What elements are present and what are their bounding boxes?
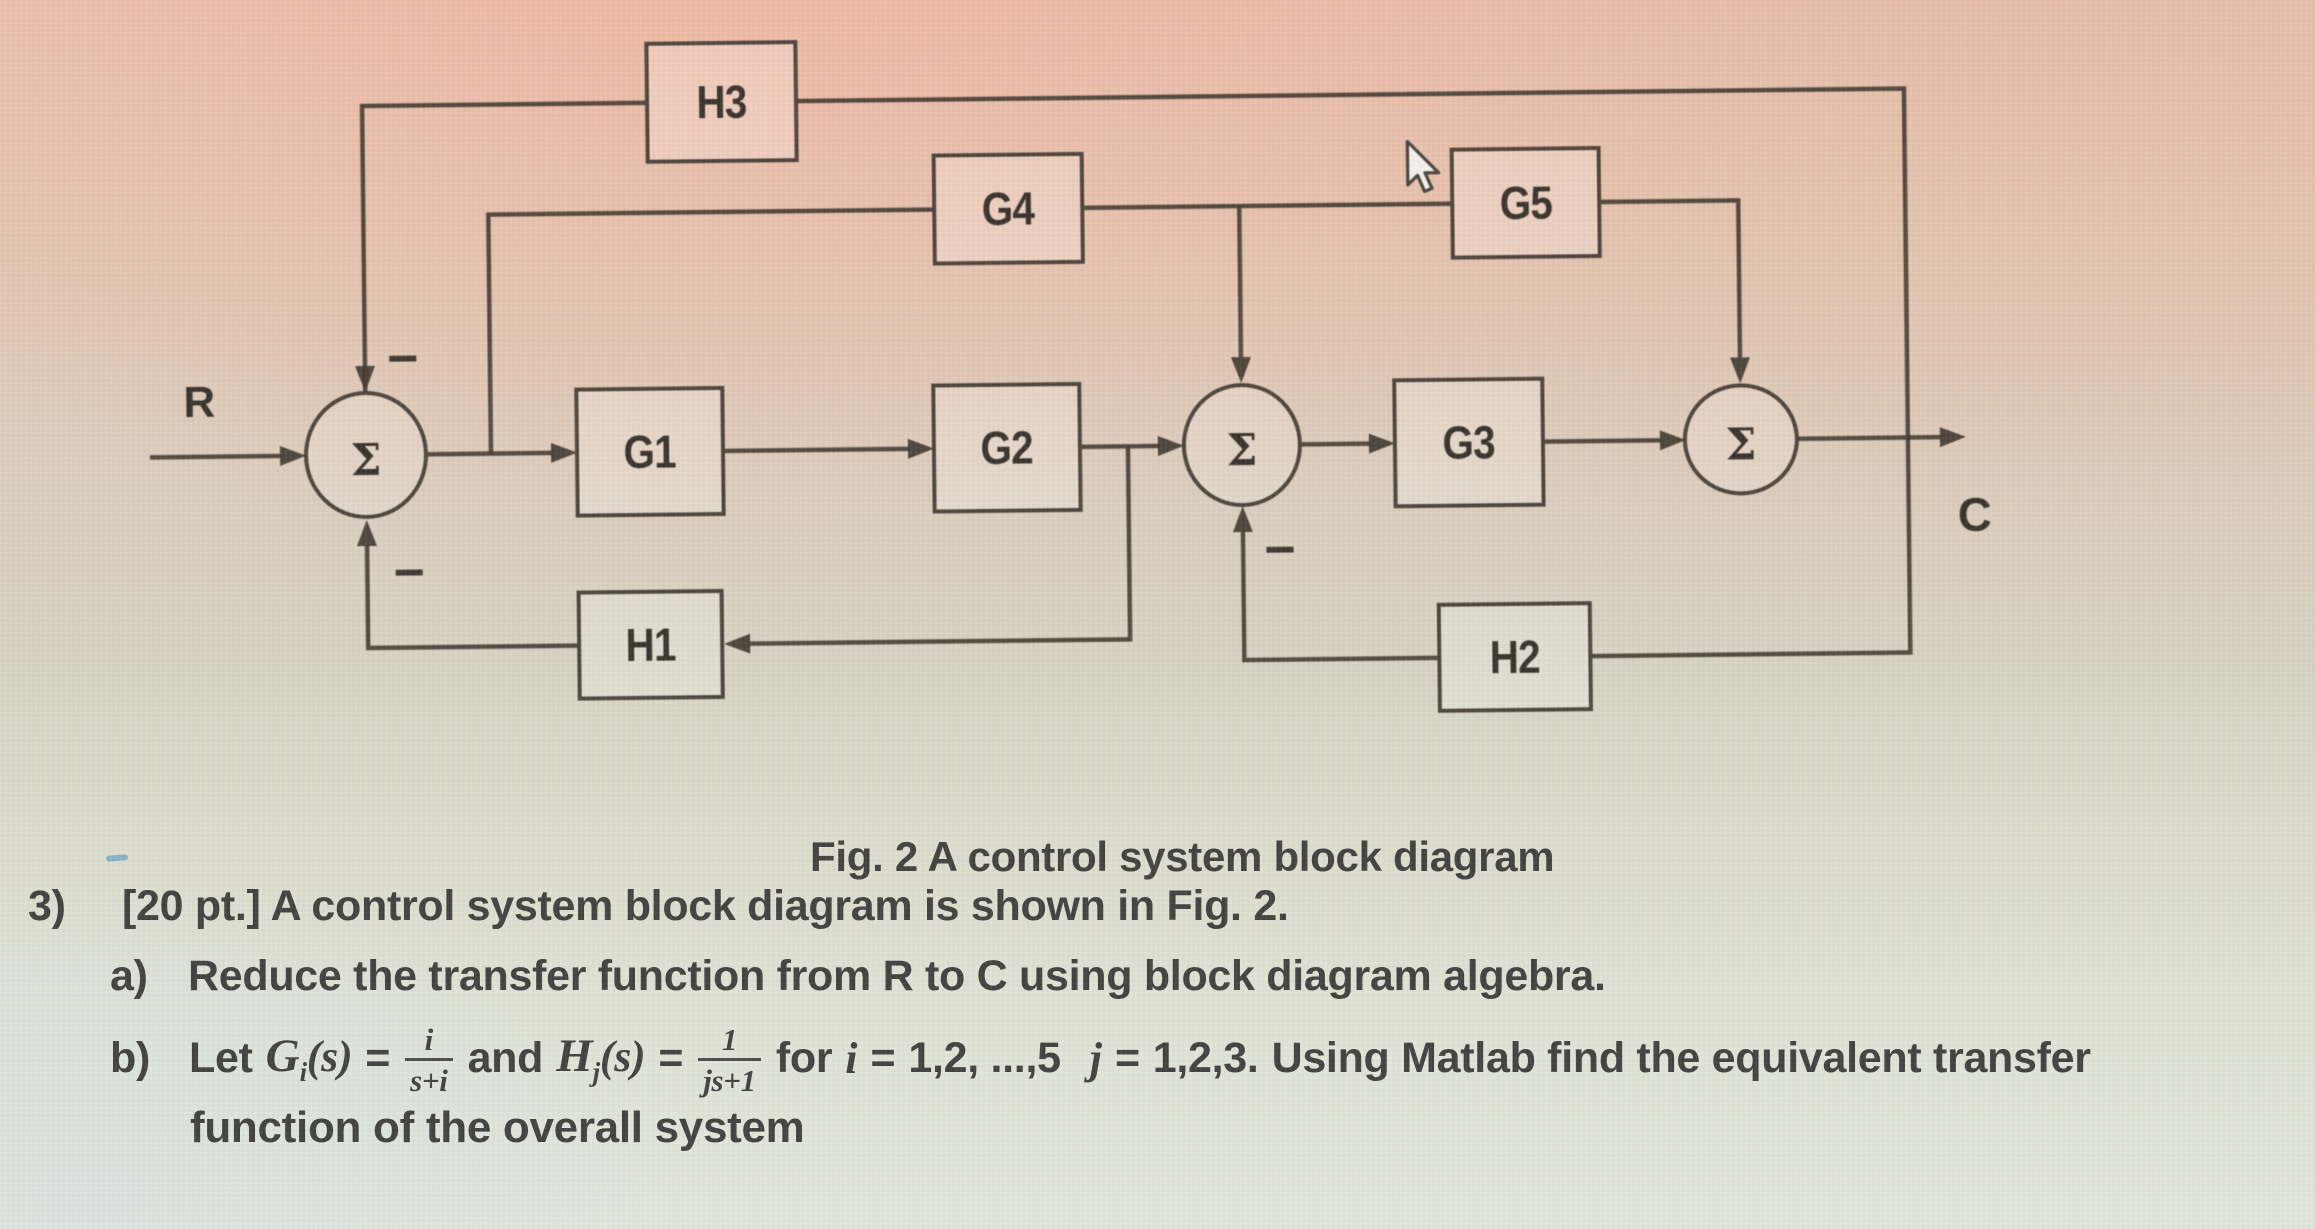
part-a-label: a) [110,952,148,1000]
figure-caption: Fig. 2 A control system block diagram [810,833,1555,880]
forward-path-lines [149,434,1942,460]
fraction-numerator: 1 [721,1022,738,1058]
part-a-line: a) Reduce the transfer function from R to… [110,952,1606,1001]
var-j: j [1089,1033,1102,1083]
sub-i: i [299,1056,308,1087]
fraction-denominator: s+i [405,1058,453,1099]
part-b-continuation: function of the overall system [190,1103,805,1152]
word-let: Let [189,1033,253,1082]
equals-sign: = [365,1033,391,1082]
fraction-gi: i s+i [405,1022,453,1099]
fraction-hj: 1 js+1 [698,1023,761,1098]
equals-sign: = [658,1033,684,1082]
equals-sign: = [1114,1033,1140,1082]
arrowheads [279,356,1966,654]
sub-j: j [592,1056,601,1087]
equals-sign: = [870,1033,896,1082]
part-b-label: b) [110,1033,150,1082]
word-for: for [775,1033,833,1082]
var-i: i [845,1033,858,1083]
math-g-of-s: Gi(s) [266,1029,353,1088]
var-g: G [265,1029,300,1082]
word-and: and [467,1033,544,1082]
item-number: 3) [28,882,66,930]
args-s: (s) [599,1031,646,1081]
fraction-denominator: js+1 [698,1058,761,1099]
problem-line: 3) [20 pt.] A control system block diagra… [28,882,1289,931]
fraction-numerator: i [424,1022,434,1058]
math-h-of-s: Hj(s) [556,1029,646,1088]
i-values: 1,2, ...,5 [908,1033,1061,1082]
args-s: (s) [306,1031,353,1081]
var-h: H [556,1029,593,1082]
mouse-cursor-icon [1405,139,1441,194]
part-b-line: b) Let Gi(s) = i s+i and Hj(s) = 1 js+1 … [110,1012,2091,1104]
j-values: 1,2,3. [1152,1033,1259,1082]
item-text: [20 pt.] A control system block diagram … [122,882,1289,930]
part-a-text: Reduce the transfer function from R to C… [188,952,1606,1000]
part-b-tail: Using Matlab find the equivalent transfe… [1271,1033,2091,1082]
feedback-path-lines [359,86,1913,663]
